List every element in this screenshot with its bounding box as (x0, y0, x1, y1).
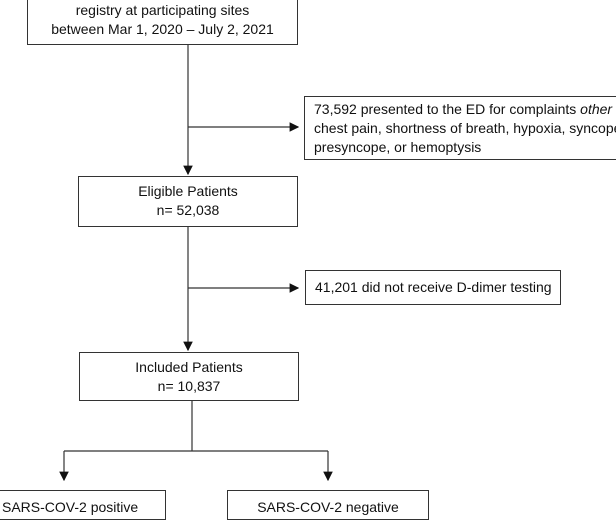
source-line1: registry at participating sites (75, 2, 250, 18)
excluded-complaints-line1: 73,592 presented to the ED for complaint… (314, 100, 616, 119)
eligible-box: Eligible Patients n= 52,038 (78, 176, 298, 227)
source-box: registry at participating sites between … (27, 0, 298, 45)
negative-box: SARS-COV-2 negative (227, 490, 429, 520)
included-count: n= 10,837 (157, 378, 221, 394)
positive-title: SARS-COV-2 positive (2, 499, 139, 515)
source-line2: between Mar 1, 2020 – July 2, 2021 (51, 21, 274, 37)
flow-connectors (59, 44, 333, 482)
eligible-title: Eligible Patients (138, 183, 238, 199)
excluded-complaints-text-post: than (612, 101, 616, 117)
negative-title: SARS-COV-2 negative (257, 499, 399, 515)
excluded-complaints-line3: presyncope, or hemoptysis (314, 139, 482, 155)
eligible-count: n= 52,038 (156, 202, 220, 218)
excluded-complaints-box: 73,592 presented to the ED for complaint… (304, 96, 616, 160)
excluded-complaints-line2: chest pain, shortness of breath, hypoxia… (314, 120, 616, 136)
excluded-complaints-text: 73,592 presented to the ED for complaint… (314, 101, 581, 117)
excluded-ddimer-box: 41,201 did not receive D-dimer testing (305, 270, 561, 305)
included-title: Included Patients (135, 359, 243, 375)
included-box: Included Patients n= 10,837 (79, 352, 299, 401)
excluded-ddimer-text: 41,201 did not receive D-dimer testing (315, 279, 552, 295)
positive-box: SARS-COV-2 positive (0, 490, 166, 520)
excluded-complaints-italic: other (580, 101, 613, 117)
